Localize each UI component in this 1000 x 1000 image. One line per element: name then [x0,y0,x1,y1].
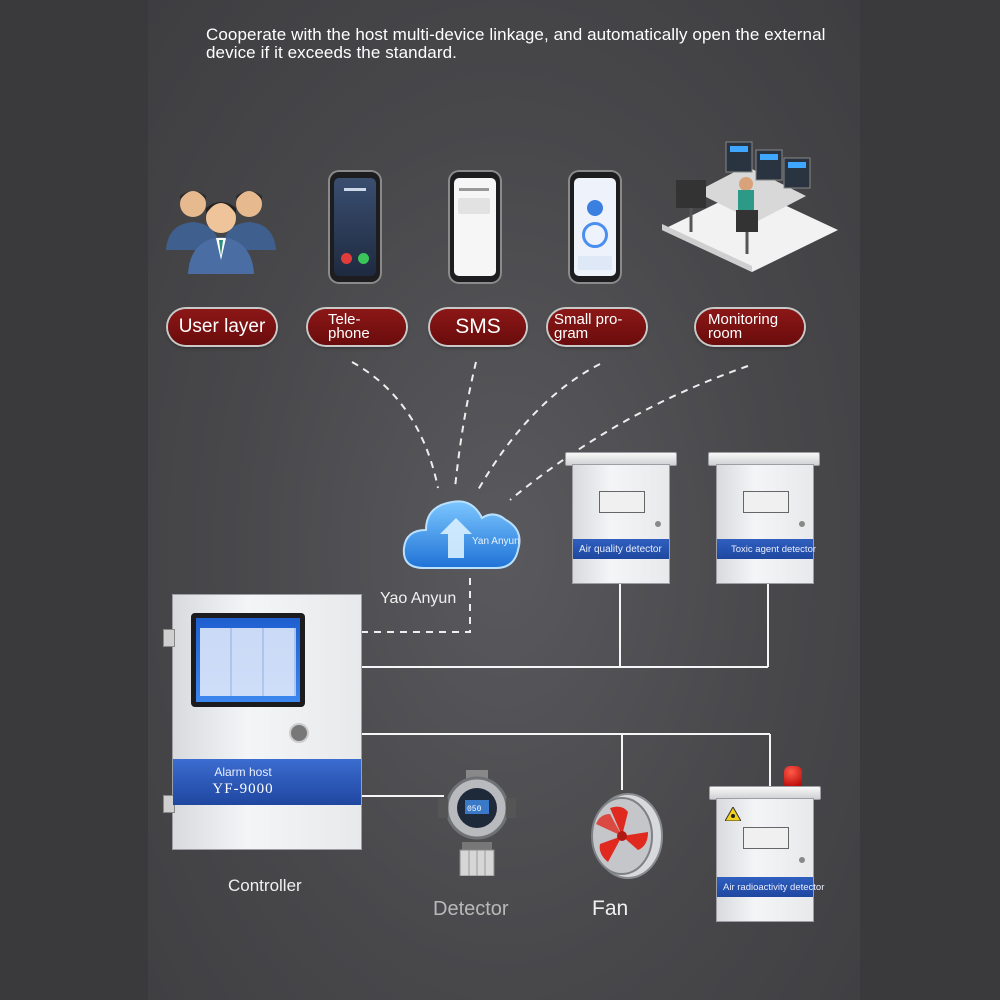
radioactivity-display [743,827,789,849]
dash-user-cloud [352,362,438,488]
solid-links [362,584,770,796]
toxic-lock [799,521,805,527]
controller-panel-label: Alarm host [173,765,313,779]
radioactivity-cabinet: Air radioactivity detector [716,798,814,922]
pill-label: Monitoring room [708,313,778,341]
pill-monitoring-room: Monitoring room [696,309,804,345]
pill-label: Small pro- gram [554,313,622,341]
controller-model: YF-9000 [173,781,313,798]
fan-label: Fan [592,897,628,921]
pill-user-layer: User layer [168,309,276,345]
toxic-cabinet: Toxic agent detector [716,464,814,584]
radioactivity-lock [799,857,805,863]
phone-call-icon [330,172,380,282]
fan-icon [582,790,664,882]
controller-screen [196,618,300,702]
pill-sms: SMS [430,309,526,345]
pill-small-program: Small pro- gram [548,309,646,345]
detector-screen-value: 050 [467,805,481,814]
dash-sms-cloud [455,362,476,488]
radiation-warning-icon [725,807,741,821]
pill-telephone: Tele- phone [308,309,406,345]
phone-app-icon [570,172,620,282]
detector-label: Detector [433,898,509,921]
pill-label: Tele- phone [328,313,370,341]
gas-detector-icon [436,770,518,876]
cloud-icon [402,488,526,574]
pill-label: SMS [455,315,501,339]
screen-grid [200,628,296,696]
controller-cabinet: Alarm host YF-9000 [172,594,362,850]
controller-screen-frame [191,613,305,707]
user-group-icon [162,184,280,274]
hinge-top [163,629,175,647]
air-quality-cabinet: Air quality detector [572,464,670,584]
cloud-label: Yao Anyun [380,590,456,608]
radioactivity-label: Air radioactivity detector [717,877,813,897]
cloud-badge: Yan Anyun [472,536,520,547]
toxic-display [743,491,789,513]
controller-label: Controller [228,876,302,896]
toxic-label: Toxic agent detector [717,539,813,559]
controller-band: Alarm host YF-9000 [173,759,361,805]
air-quality-label: Air quality detector [573,539,669,559]
air-quality-lock [655,521,661,527]
phone-sms-icon [450,172,500,282]
air-quality-display [599,491,645,513]
pill-label: User layer [179,316,266,338]
alarm-beacon-icon [784,766,802,786]
controller-knob-icon [289,723,309,743]
monitoring-room-icon [656,132,842,272]
